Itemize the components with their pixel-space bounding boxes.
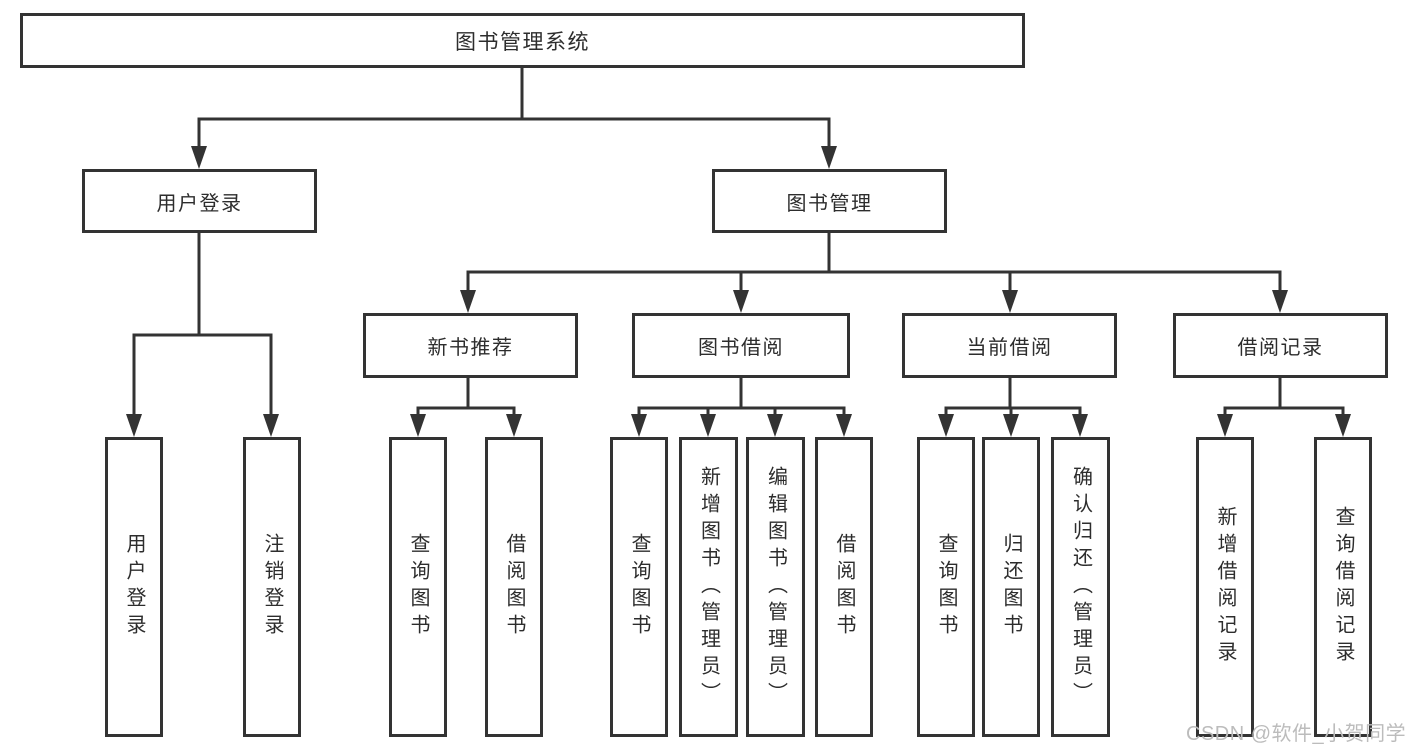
leaf-add-book-admin-label: 新增图书（管理员）: [697, 465, 720, 709]
node-current-borrow-label: 当前借阅: [966, 337, 1053, 359]
arrowhead: [506, 414, 522, 437]
node-book-management: 图书管理: [712, 169, 947, 233]
arrowhead: [460, 290, 476, 313]
leaf-borrow-books-recommend-label: 借阅图书: [503, 533, 525, 641]
leaf-query-books-current: 查询图书: [917, 437, 975, 737]
connector-bookmgmt-to-level3: [466, 233, 1282, 296]
arrowhead: [1072, 414, 1088, 437]
node-root-label: 图书管理系统: [455, 30, 590, 54]
leaf-query-books-borrow: 查询图书: [610, 437, 668, 737]
leaf-return-book-label: 归还图书: [1000, 533, 1022, 641]
arrowhead: [821, 146, 837, 169]
arrowhead: [1002, 290, 1018, 313]
leaf-user-login: 用户登录: [105, 437, 163, 737]
connector-current-to-leaves: [944, 378, 1082, 418]
connector-root-to-level2: [197, 68, 831, 152]
connector-newrec-to-leaves: [416, 378, 516, 418]
arrowhead: [767, 414, 783, 437]
leaf-confirm-return-admin: 确认归还（管理员）: [1051, 437, 1110, 737]
leaf-logout-label: 注销登录: [261, 533, 283, 641]
leaf-add-borrow-record-label: 新增借阅记录: [1214, 506, 1236, 668]
leaf-add-book-admin: 新增图书（管理员）: [679, 437, 738, 737]
arrowhead: [1272, 290, 1288, 313]
leaf-query-books-recommend: 查询图书: [389, 437, 447, 737]
arrowhead: [733, 290, 749, 313]
connector-records-to-leaves: [1223, 378, 1345, 418]
connector-userlogin-to-leaves: [132, 233, 273, 420]
leaf-query-books-current-label: 查询图书: [935, 533, 957, 641]
node-root: 图书管理系统: [20, 13, 1025, 68]
leaf-logout: 注销登录: [243, 437, 301, 737]
leaf-add-borrow-record: 新增借阅记录: [1196, 437, 1254, 737]
arrowhead: [1217, 414, 1233, 437]
arrowhead: [700, 414, 716, 437]
node-current-borrow: 当前借阅: [902, 313, 1117, 378]
connector-borrow-to-leaves: [637, 378, 846, 418]
arrowhead: [126, 414, 142, 437]
node-borrow-records-label: 借阅记录: [1237, 337, 1324, 359]
arrowhead: [938, 414, 954, 437]
leaf-edit-book-admin: 编辑图书（管理员）: [746, 437, 805, 737]
leaf-query-borrow-record-label: 查询借阅记录: [1332, 506, 1354, 668]
leaf-return-book: 归还图书: [982, 437, 1040, 737]
leaf-borrow-books-recommend: 借阅图书: [485, 437, 543, 737]
arrowhead: [191, 146, 207, 169]
node-borrow-records: 借阅记录: [1173, 313, 1388, 378]
csdn-watermark: CSDN @软件_小贺同学: [1186, 723, 1405, 745]
arrowhead: [631, 414, 647, 437]
leaf-edit-book-admin-label: 编辑图书（管理员）: [764, 465, 787, 709]
node-new-book-recommend: 新书推荐: [363, 313, 578, 378]
leaf-user-login-label: 用户登录: [123, 533, 145, 641]
node-book-borrow: 图书借阅: [632, 313, 850, 378]
node-user-login: 用户登录: [82, 169, 317, 233]
arrowhead: [1335, 414, 1351, 437]
leaf-borrow-books: 借阅图书: [815, 437, 873, 737]
arrowhead: [410, 414, 426, 437]
node-book-management-label: 图书管理: [786, 192, 873, 215]
node-book-borrow-label: 图书借阅: [698, 337, 784, 359]
arrowhead: [836, 414, 852, 437]
leaf-borrow-books-label: 借阅图书: [833, 533, 855, 641]
leaf-query-books-borrow-label: 查询图书: [628, 533, 650, 641]
node-user-login-label: 用户登录: [156, 192, 243, 215]
arrowhead: [1003, 414, 1019, 437]
leaf-query-borrow-record: 查询借阅记录: [1314, 437, 1372, 737]
leaf-query-books-recommend-label: 查询图书: [407, 533, 429, 641]
node-new-book-recommend-label: 新书推荐: [427, 337, 514, 359]
arrowhead: [263, 414, 279, 437]
leaf-confirm-return-admin-label: 确认归还（管理员）: [1069, 465, 1092, 709]
